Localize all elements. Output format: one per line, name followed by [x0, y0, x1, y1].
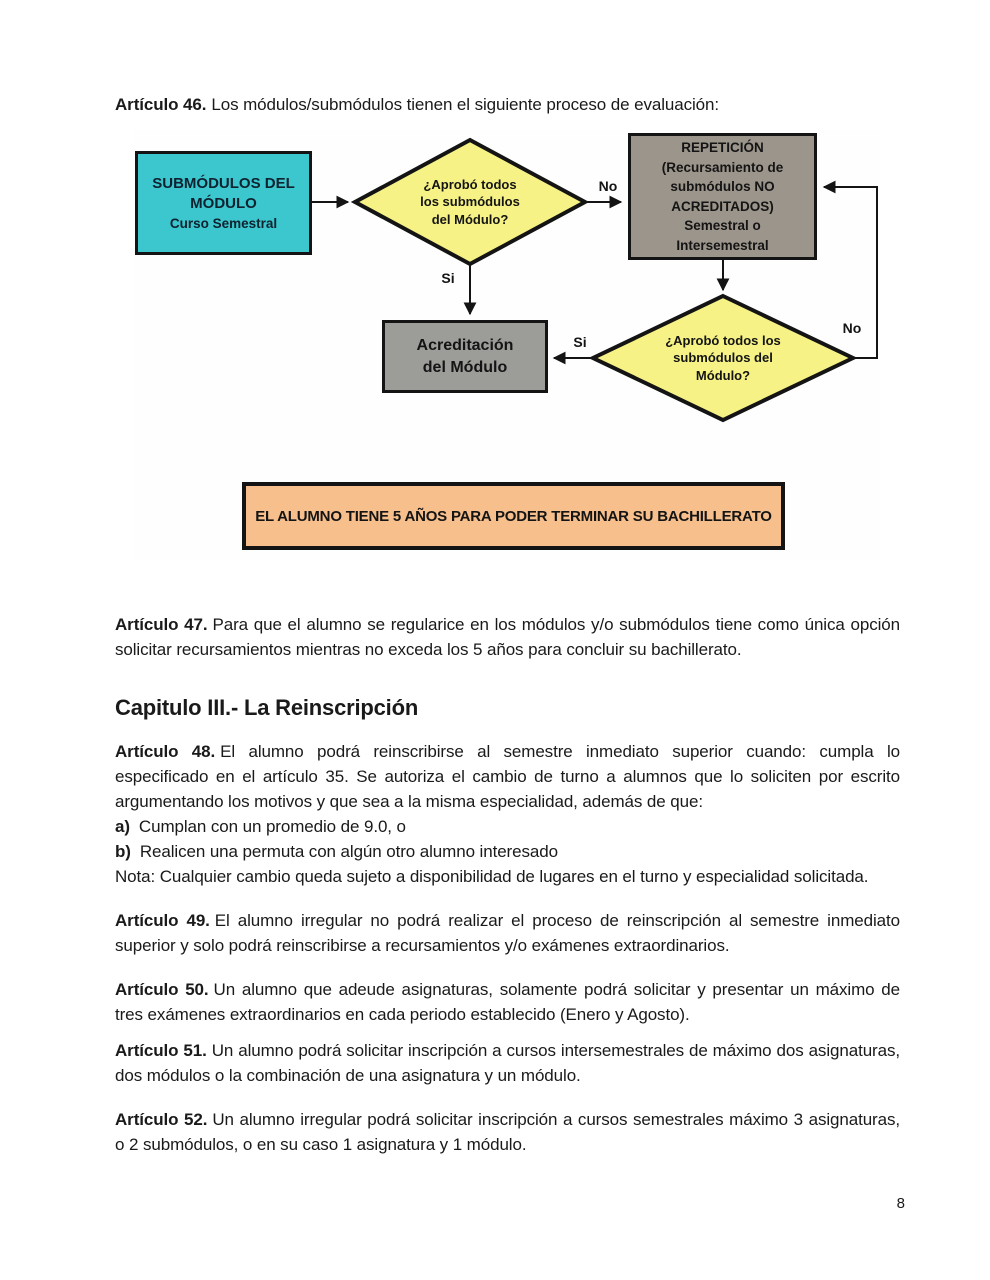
- articulo-50-lead: Artículo 50.: [115, 980, 209, 999]
- repeat-line1: REPETICIÓN: [681, 140, 764, 155]
- flowchart-decision2-text: ¿Aprobó todos los submódulos del Módulo?: [623, 325, 823, 391]
- decision2-line3: Módulo?: [695, 367, 751, 383]
- arrow-decision2-no-to-repeat: [822, 180, 878, 359]
- articulo-49-text: El alumno irregular no podrá realizar el…: [115, 911, 900, 955]
- articulo-46: Artículo 46.Los módulos/submódulos tiene…: [115, 92, 900, 117]
- evaluation-flowchart: SUBMÓDULOS DEL MÓDULO Curso Semestral ¿A…: [135, 130, 880, 560]
- edge-label-no-2: No: [842, 320, 862, 336]
- articulo-52-text: Un alumno irregular podrá solicitar insc…: [115, 1110, 900, 1154]
- list-item-a: a) Cumplan con un promedio de 9.0, o: [115, 814, 900, 839]
- list-item-b-lead: b): [115, 842, 131, 861]
- articulo-47-text: Para que el alumno se regularice en los …: [115, 615, 900, 659]
- decision1-line3: del Módulo?: [431, 211, 509, 227]
- start-box-line3: Curso Semestral: [169, 215, 278, 231]
- accredit-line2: del Módulo: [422, 358, 508, 376]
- edge-label-no-1: No: [598, 178, 618, 194]
- decision2-diamond-shape: [588, 293, 858, 423]
- articulo-50-text: Un alumno que adeude asignaturas, solame…: [115, 980, 900, 1024]
- accredit-line1: Acreditación: [416, 336, 514, 354]
- repeat-line5: Semestral o: [684, 218, 761, 233]
- articulo-49: Artículo 49.El alumno irregular no podrá…: [115, 908, 900, 958]
- flowchart-node-repeticion: REPETICIÓN (Recursamiento de submódulos …: [628, 133, 817, 260]
- articulo-50: Artículo 50.Un alumno que adeude asignat…: [115, 977, 900, 1027]
- flowchart-decision1-text: ¿Aprobó todos los submódulos del Módulo?: [375, 169, 565, 235]
- document-body: Artículo 46.Los módulos/submódulos tiene…: [115, 0, 900, 1157]
- edge-label-si-1: Si: [441, 270, 455, 286]
- articulo-51-text: Un alumno podrá solicitar inscripción a …: [115, 1041, 900, 1085]
- figure-spacer: [115, 117, 900, 612]
- decision2-line1: ¿Aprobó todos los: [665, 332, 781, 348]
- decision1-line1: ¿Aprobó todos: [423, 176, 517, 192]
- list-item-a-lead: a): [115, 817, 130, 836]
- articulo-52-lead: Artículo 52.: [115, 1110, 208, 1129]
- articulo-52: Artículo 52.Un alumno irregular podrá so…: [115, 1107, 900, 1157]
- articulo-48-text: El alumno podrá reinscribirse al semestr…: [115, 742, 900, 811]
- articulo-46-lead: Artículo 46.: [115, 95, 207, 114]
- repeat-line2: (Recursamiento de: [661, 159, 784, 175]
- articulo-47-lead: Artículo 47.: [115, 615, 208, 634]
- articulo-48: Artículo 48.El alumno podrá reinscribirs…: [115, 739, 900, 814]
- flowchart-node-submodulos: SUBMÓDULOS DEL MÓDULO Curso Semestral: [135, 151, 312, 255]
- flowchart-connectors: [312, 137, 878, 423]
- articulo-48-lead: Artículo 48.: [115, 742, 216, 761]
- chapter-heading: Capitulo III.- La Reinscripción: [115, 695, 419, 720]
- nota-paragraph: Nota: Cualquier cambio queda sujeto a di…: [115, 864, 900, 889]
- decision1-line2: los submódulos: [420, 194, 520, 210]
- articulo-47: Artículo 47.Para que el alumno se regula…: [115, 612, 900, 662]
- list-item-a-text: Cumplan con un promedio de 9.0, o: [138, 817, 406, 836]
- five-years-banner: EL ALUMNO TIENE 5 AÑOS PARA PODER TERMIN…: [242, 482, 785, 550]
- articulo-51-lead: Artículo 51.: [115, 1041, 207, 1060]
- edge-label-si-2: Si: [573, 334, 587, 350]
- start-box-line1: SUBMÓDULOS DEL: [152, 174, 295, 192]
- articulo-46-text: Los módulos/submódulos tienen el siguien…: [211, 95, 720, 114]
- repeat-line6: Intersemestral: [676, 237, 769, 253]
- repeat-line3: submódulos NO: [670, 179, 775, 194]
- list-item-b: b) Realicen una permuta con algún otro al…: [115, 839, 900, 864]
- start-box-line2: MÓDULO: [190, 194, 257, 212]
- repeat-line4: ACREDITADOS): [671, 198, 774, 214]
- articulo-51: Artículo 51.Un alumno podrá solicitar in…: [115, 1038, 900, 1088]
- decision2-line2: submódulos del: [673, 350, 773, 366]
- list-item-b-text: Realicen una permuta con algún otro alum…: [139, 842, 558, 861]
- articulo-49-lead: Artículo 49.: [115, 911, 210, 930]
- page-number: 8: [896, 1195, 905, 1212]
- flowchart-node-acreditacion: Acreditación del Módulo: [382, 320, 548, 393]
- five-years-banner-text: EL ALUMNO TIENE 5 AÑOS PARA PODER TERMIN…: [255, 507, 772, 525]
- nota-text: Nota: Cualquier cambio queda sujeto a di…: [115, 867, 869, 886]
